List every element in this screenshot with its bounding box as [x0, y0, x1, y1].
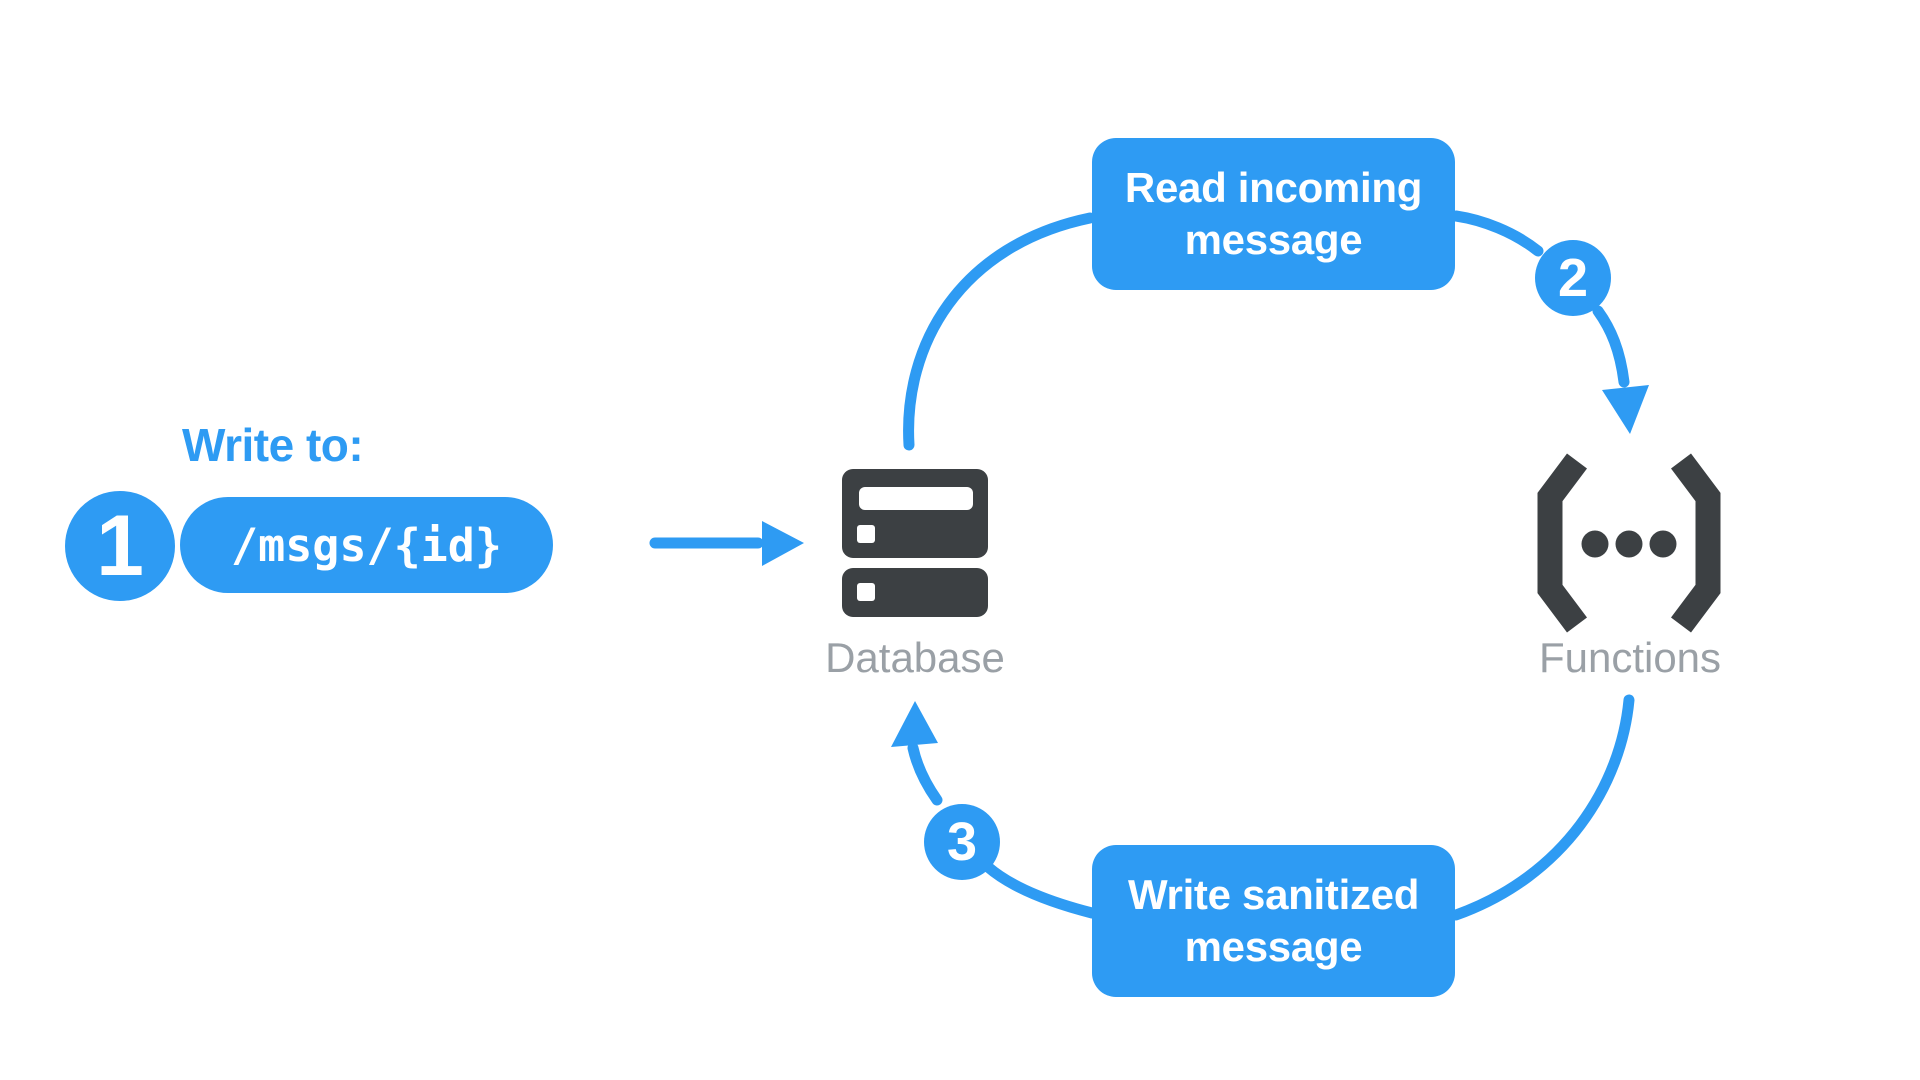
- write-sanitized-box-line1: Write sanitized: [1127, 871, 1420, 918]
- step-badge-3: 3: [924, 804, 1000, 880]
- step-badge-2: 2: [1535, 240, 1611, 316]
- write-to-label: Write to:: [182, 419, 364, 471]
- arrowhead-into-functions: [1602, 385, 1649, 434]
- functions-icon: [1537, 453, 1721, 633]
- arrowhead-into-database: [891, 701, 938, 747]
- read-incoming-box: Read incoming message: [1092, 138, 1455, 290]
- arc-write-box-to-badge3: [982, 861, 1098, 919]
- step-badge-3-number: 3: [946, 812, 978, 872]
- path-pill-text: /msgs/{id}: [231, 518, 502, 572]
- read-incoming-box-line1: Read incoming: [1124, 164, 1423, 211]
- step-badge-1-number: 1: [96, 498, 144, 594]
- functions-label: Functions: [1538, 634, 1722, 681]
- arc-functions-to-write-box: [1450, 694, 1635, 921]
- arc-read-box-to-badge2: [1450, 210, 1544, 257]
- database-label: Database: [825, 634, 1005, 681]
- arc-database-to-read-box: [903, 212, 1096, 451]
- path-pill: /msgs/{id}: [180, 497, 553, 593]
- read-incoming-box-line2: message: [1184, 216, 1363, 263]
- step-badge-1: 1: [65, 491, 175, 601]
- write-sanitized-box-line2: message: [1184, 923, 1363, 970]
- step-badge-2-number: 2: [1557, 248, 1589, 308]
- write-sanitized-box: Write sanitized message: [1092, 845, 1455, 997]
- arrow-badge2-to-functions: [1592, 305, 1649, 434]
- database-icon: [842, 469, 988, 617]
- arrow-pill-to-database: [649, 521, 804, 566]
- arrow-badge3-to-database: [891, 701, 943, 806]
